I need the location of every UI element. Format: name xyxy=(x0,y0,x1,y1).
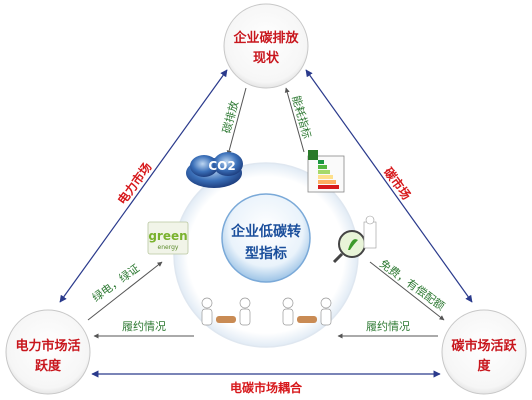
center-line2: 型指标 xyxy=(245,245,287,262)
edge-label-coupling: 电碳市场耦合 xyxy=(230,380,303,395)
handshake-figures-right-icon xyxy=(282,297,332,326)
node-power-market xyxy=(5,309,91,395)
arrow-free-quota xyxy=(369,261,445,321)
green-word: green xyxy=(148,229,187,243)
node-enterprise-emission xyxy=(223,3,309,89)
label-performance-right: 履约情况 xyxy=(366,320,410,333)
energy-rating-icon xyxy=(307,150,345,193)
center-line1: 企业低碳转 xyxy=(230,223,301,240)
green-energy-icon: green energy xyxy=(147,221,189,255)
co2-cloud-icon: CO2 xyxy=(186,152,243,188)
node-left-line1: 电力市场活 xyxy=(15,338,80,354)
arrow-energy-index xyxy=(284,87,305,153)
label-performance-left: 履约情况 xyxy=(122,320,166,333)
arrow-carbon-emission xyxy=(226,87,247,156)
co2-label: CO2 xyxy=(208,159,235,173)
magnifier-plant-icon xyxy=(332,215,377,264)
edge-label-power-market: 电力市场 xyxy=(114,160,154,208)
node-carbon-market xyxy=(441,309,527,395)
node-right-line2: 度 xyxy=(477,358,491,374)
node-left-line2: 跃度 xyxy=(35,358,62,374)
edge-arrow-right xyxy=(305,69,473,303)
center-low-carbon-indicator xyxy=(221,193,311,283)
energy-word: energy xyxy=(158,244,179,251)
label-free-quota: 免费，有偿配额 xyxy=(377,256,448,313)
edge-label-carbon-market: 碳市场 xyxy=(381,164,414,202)
node-top-line2: 现状 xyxy=(253,50,280,66)
node-top-line1: 企业碳排放 xyxy=(232,30,299,46)
label-energy-index: 能耗指标 xyxy=(289,94,314,140)
handshake-figures-left-icon xyxy=(201,297,251,326)
arrow-green-cert xyxy=(87,261,163,321)
edge-arrow-left xyxy=(59,69,228,303)
node-right-line1: 碳市场活跃 xyxy=(451,338,517,354)
